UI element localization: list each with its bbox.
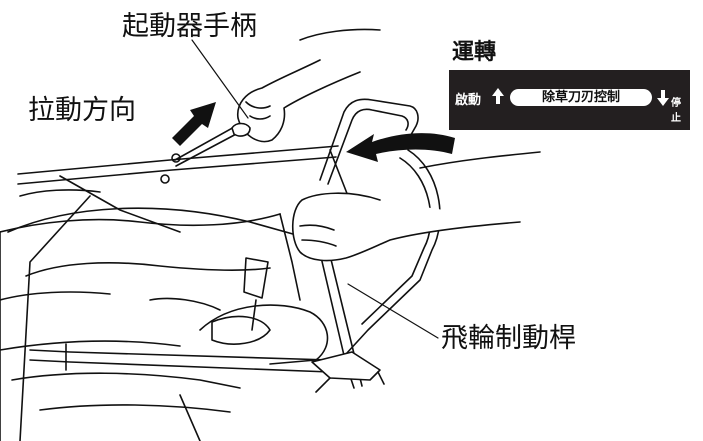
up-arrow-icon xyxy=(492,88,504,104)
pull-direction-arrow-icon xyxy=(172,102,216,146)
start-label: 啟動 xyxy=(455,93,482,108)
lever-motion-arrow-icon xyxy=(346,133,455,162)
wheel-brake-lever-label: 飛輪制動桿 xyxy=(441,323,576,354)
mower-deck xyxy=(7,145,339,237)
pull-direction-label: 拉動方向 xyxy=(28,95,136,126)
blade-control-label: 除草刀刃控制 xyxy=(541,90,620,105)
blade-control-bar: 除草刀刃控制 xyxy=(510,89,652,106)
leader-lines xyxy=(191,39,439,339)
right-hand-on-starter xyxy=(231,28,381,143)
starter-rope xyxy=(174,125,241,167)
down-arrow-icon xyxy=(657,90,669,106)
engine-housing xyxy=(29,257,331,373)
starter-handle-label: 起動器手柄 xyxy=(122,11,257,42)
operation-title: 運轉 xyxy=(452,40,497,65)
control-panel: 啟動 除草刀刃控制 停止 xyxy=(449,70,690,130)
left-hand-on-brake-lever xyxy=(291,151,541,262)
grass-catcher-bag xyxy=(0,195,301,441)
stop-label: 停止 xyxy=(671,98,681,124)
